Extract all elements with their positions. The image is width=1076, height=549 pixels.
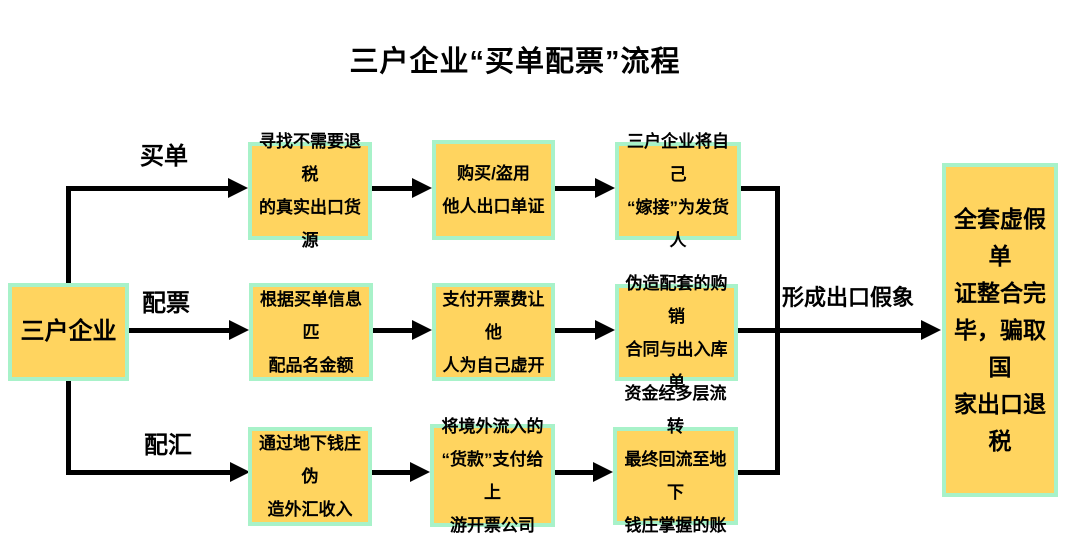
step-arrow-line — [371, 470, 410, 475]
step-box-buy-3: 三户企业将自己 “嫁接”为发货人 — [615, 132, 741, 250]
branch-label-buy: 买单 — [140, 143, 188, 170]
step-box-ticket-3: 伪造配套的购销 合同与出入库单 — [615, 274, 738, 392]
converge-line-top — [741, 186, 780, 191]
arrowhead — [595, 178, 615, 198]
step-arrow-line — [371, 186, 412, 191]
step-box-ticket-2: 支付开票费让他 人为自己虚开 — [432, 283, 555, 381]
step-arrow-line — [555, 470, 593, 475]
branch-line-forex — [66, 470, 230, 475]
arrowhead — [412, 320, 432, 340]
result-arrow-line — [738, 328, 921, 333]
step-arrow-line — [555, 328, 595, 333]
step-box-forex-2: 将境外流入的 “货款”支付给上 游开票公司 — [430, 417, 555, 535]
arrowhead — [412, 178, 432, 198]
step-arrow-line — [372, 328, 412, 333]
step-box-buy-2: 购买/盗用 他人出口单证 — [432, 140, 555, 240]
branch-label-ticket: 配票 — [142, 290, 190, 317]
arrowhead — [228, 178, 248, 198]
arrowhead — [921, 320, 941, 340]
step-box-ticket-1: 根据买单信息匹 配品名金额 — [249, 283, 373, 381]
converge-line-bottom — [738, 470, 780, 475]
annotation-export-illusion: 形成出口假象 — [782, 285, 915, 310]
arrowhead — [229, 320, 249, 340]
arrowhead — [410, 462, 430, 482]
step-box-forex-3: 资金经多层流转 最终回流至地下 钱庄掌握的账户 — [613, 384, 738, 535]
arrowhead — [230, 462, 250, 482]
step-box-forex-1: 通过地下钱庄伪 造外汇收入 — [248, 427, 372, 526]
arrowhead — [593, 462, 613, 482]
step-box-buy-1: 寻找不需要退税 的真实出口货源 — [248, 132, 372, 250]
source-box: 三户企业 — [8, 283, 129, 381]
branch-label-forex: 配汇 — [144, 432, 192, 459]
arrowhead — [595, 320, 615, 340]
diagram-title: 三户企业“买单配票”流程 — [349, 46, 681, 78]
result-box: 全套虚假单 证整合完 毕，骗取国 家出口退税 — [942, 163, 1058, 497]
step-arrow-line — [555, 186, 595, 191]
branch-line-ticket — [129, 328, 229, 333]
branch-line-buy — [66, 186, 228, 191]
